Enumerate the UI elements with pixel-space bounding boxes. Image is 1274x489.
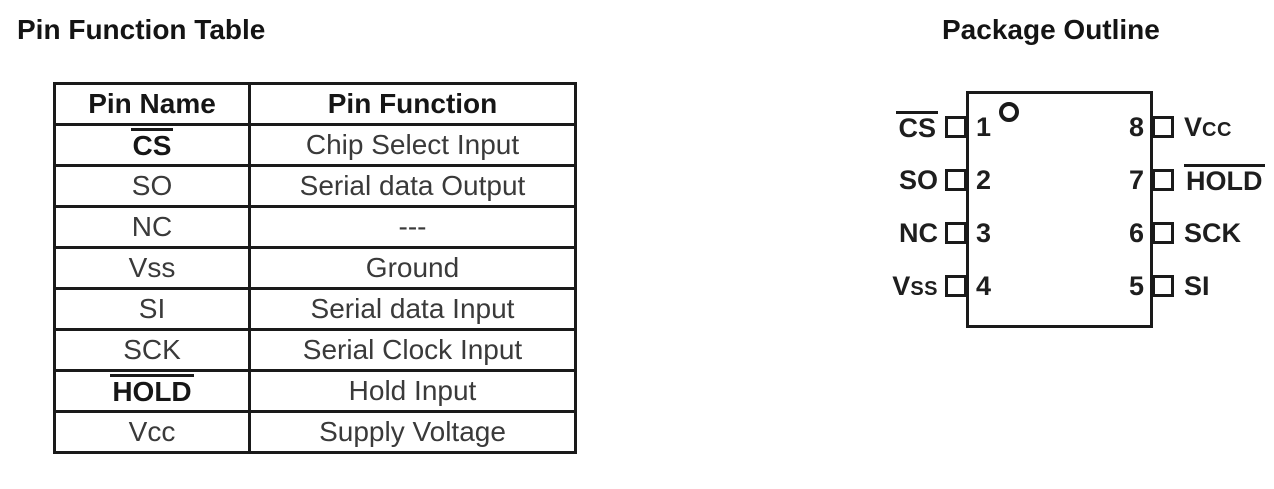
- pin-number-5: 5: [1128, 271, 1144, 301]
- pin-function-cell: Serial data Input: [248, 287, 577, 331]
- pin-number-7: 7: [1128, 165, 1144, 195]
- table-row: Vcc Supply Voltage: [53, 410, 577, 454]
- pin-label-vcc: Vcc: [1184, 111, 1274, 143]
- table-row: SCK Serial Clock Input: [53, 328, 577, 372]
- pin-pad-right-5: [1152, 275, 1174, 297]
- pin-pad-left-1: [945, 116, 967, 138]
- pin-name-text: CS: [130, 128, 174, 161]
- pin-pad-right-7: [1152, 169, 1174, 191]
- pin-name-cell: Vcc: [53, 410, 251, 454]
- pin-pad-left-4: [945, 275, 967, 297]
- pin-name-suffix: cc: [1202, 119, 1232, 141]
- pin-pad-right-6: [1152, 222, 1174, 244]
- pin-name-text: SO: [131, 170, 173, 201]
- pin-label-cs: CS: [790, 111, 938, 143]
- pin-function-table-title: Pin Function Table: [17, 14, 266, 45]
- pin-name-text: Vcc: [1184, 112, 1232, 142]
- header-pin-name: Pin Name: [53, 82, 251, 126]
- pin-table-head: Pin Name Pin Function: [53, 82, 577, 126]
- pin-name-cell: SO: [53, 164, 251, 208]
- pin-name-text: HOLD: [110, 374, 194, 407]
- pin-name-cell: HOLD: [53, 369, 251, 413]
- pin-function-table: Pin Name Pin Function CS Chip Select Inpu…: [53, 82, 577, 454]
- table-row: HOLD Hold Input: [53, 369, 577, 413]
- pin-name-text: SI: [1184, 271, 1210, 301]
- table-row: Vss Ground: [53, 246, 577, 290]
- pin-name-text: SCK: [1184, 218, 1242, 248]
- table-header-row: Pin Name Pin Function: [53, 82, 577, 126]
- pin-label-nc: NC: [790, 217, 938, 249]
- pin-name-suffix: ss: [910, 278, 938, 300]
- pin-label-vss: Vss: [790, 270, 938, 302]
- pin-number-3: 3: [976, 218, 992, 248]
- pin-function-cell: ---: [248, 205, 577, 249]
- table-row: NC ---: [53, 205, 577, 249]
- table-row: SO Serial data Output: [53, 164, 577, 208]
- pin-name-text: HOLD: [1184, 164, 1265, 196]
- pin-function-cell: Serial Clock Input: [248, 328, 577, 372]
- pin-name-text: SCK: [123, 334, 181, 365]
- pin-name-text: Vss: [892, 271, 938, 301]
- pin-label-so: SO: [790, 164, 938, 196]
- package-outline-title: Package Outline: [942, 14, 1160, 45]
- pin-number-2: 2: [976, 165, 992, 195]
- pin-name-cell: SI: [53, 287, 251, 331]
- pin-name-cell: SCK: [53, 328, 251, 372]
- pin-label-hold: HOLD: [1184, 164, 1274, 196]
- pin-name-text: NC: [899, 218, 938, 248]
- pin-number-8: 8: [1128, 112, 1144, 142]
- pin-function-cell: Supply Voltage: [248, 410, 577, 454]
- pin-number-4: 4: [976, 271, 992, 301]
- pin-name-text: Vcc: [128, 416, 176, 447]
- pin-number-6: 6: [1128, 218, 1144, 248]
- pin-pad-left-2: [945, 169, 967, 191]
- pin-function-cell: Chip Select Input: [248, 123, 577, 167]
- pin-name-text: NC: [131, 211, 173, 242]
- pin-label-sck: SCK: [1184, 217, 1274, 249]
- pin-label-si: SI: [1184, 270, 1274, 302]
- pin-function-cell: Hold Input: [248, 369, 577, 413]
- pin-function-cell: Ground: [248, 246, 577, 290]
- pin-pad-right-8: [1152, 116, 1174, 138]
- pin-number-1: 1: [976, 112, 992, 142]
- pin-name-text: SO: [898, 165, 938, 195]
- table-row: CS Chip Select Input: [53, 123, 577, 167]
- ic-package-body: [966, 91, 1153, 328]
- pin1-indicator-circle: [999, 102, 1019, 122]
- pin-name-cell: NC: [53, 205, 251, 249]
- pin-name-cell: Vss: [53, 246, 251, 290]
- header-pin-function: Pin Function: [248, 82, 577, 126]
- pin-pad-left-3: [945, 222, 967, 244]
- pin-function-cell: Serial data Output: [248, 164, 577, 208]
- pin-name-text: SI: [138, 293, 166, 324]
- pin-name-text: Vss: [128, 252, 176, 283]
- pin-name-text: CS: [896, 111, 938, 143]
- table-row: SI Serial data Input: [53, 287, 577, 331]
- pin-name-cell: CS: [53, 123, 251, 167]
